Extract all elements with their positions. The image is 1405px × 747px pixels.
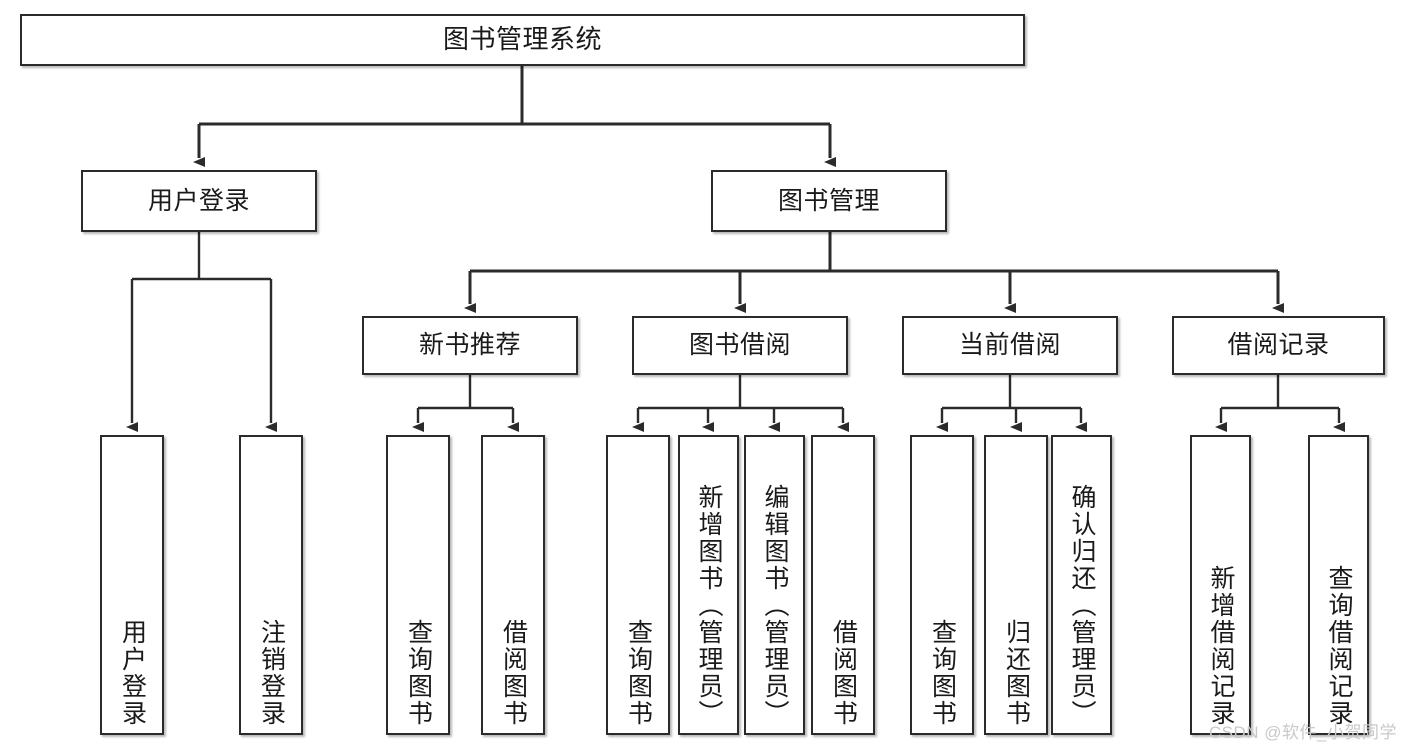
node-leaf-query-book-borrow[interactable]: 查询图书	[606, 435, 670, 735]
node-leaf-borrow-book-label: 借阅图书	[829, 619, 858, 727]
watermark: CSDN @软件_小贺同学	[1208, 723, 1397, 742]
node-leaf-logout-label: 注销登录	[257, 619, 286, 727]
node-leaf-add-record-label: 新增借阅记录	[1207, 565, 1235, 727]
node-book-borrow[interactable]: 图书借阅	[632, 316, 848, 375]
node-book-borrow-label: 图书借阅	[688, 331, 791, 360]
node-current-borrow[interactable]: 当前借阅	[902, 316, 1118, 375]
node-borrow-record[interactable]: 借阅记录	[1172, 316, 1385, 375]
node-root[interactable]: 图书管理系统	[20, 14, 1025, 66]
node-leaf-user-login-label: 用户登录	[118, 619, 147, 727]
node-leaf-add-record[interactable]: 新增借阅记录	[1190, 435, 1251, 735]
node-new-book-rec-label: 新书推荐	[418, 331, 521, 360]
node-leaf-logout[interactable]: 注销登录	[239, 435, 303, 735]
node-leaf-edit-book-label: 编辑图书（管理员）	[761, 484, 789, 727]
node-leaf-query-book-current[interactable]: 查询图书	[910, 435, 974, 735]
node-current-borrow-label: 当前借阅	[958, 331, 1061, 360]
node-book-manage-label: 图书管理	[777, 186, 880, 215]
node-leaf-query-book-rec-label: 查询图书	[404, 619, 433, 727]
node-leaf-query-record[interactable]: 查询借阅记录	[1308, 435, 1369, 735]
node-leaf-confirm-return-label: 确认归还（管理员）	[1068, 484, 1096, 727]
node-borrow-record-label: 借阅记录	[1227, 331, 1330, 360]
node-leaf-return-book[interactable]: 归还图书	[984, 435, 1048, 735]
node-leaf-edit-book[interactable]: 编辑图书（管理员）	[744, 435, 805, 735]
node-book-manage[interactable]: 图书管理	[711, 170, 947, 232]
node-leaf-borrow-book[interactable]: 借阅图书	[811, 435, 875, 735]
node-root-label: 图书管理系统	[442, 24, 602, 55]
node-leaf-query-record-label: 查询借阅记录	[1325, 565, 1353, 727]
node-leaf-query-book-rec[interactable]: 查询图书	[386, 435, 450, 735]
node-user-login-label: 用户登录	[147, 186, 250, 215]
node-leaf-return-book-label: 归还图书	[1002, 619, 1031, 727]
node-leaf-add-book[interactable]: 新增图书（管理员）	[678, 435, 739, 735]
node-leaf-borrow-book-rec[interactable]: 借阅图书	[481, 435, 545, 735]
node-user-login[interactable]: 用户登录	[81, 170, 317, 232]
node-leaf-query-book-current-label: 查询图书	[928, 619, 957, 727]
node-new-book-rec[interactable]: 新书推荐	[362, 316, 578, 375]
node-leaf-borrow-book-rec-label: 借阅图书	[499, 619, 528, 727]
node-leaf-add-book-label: 新增图书（管理员）	[695, 484, 723, 727]
node-leaf-query-book-borrow-label: 查询图书	[624, 619, 653, 727]
node-leaf-confirm-return[interactable]: 确认归还（管理员）	[1051, 435, 1112, 735]
node-leaf-user-login[interactable]: 用户登录	[100, 435, 164, 735]
